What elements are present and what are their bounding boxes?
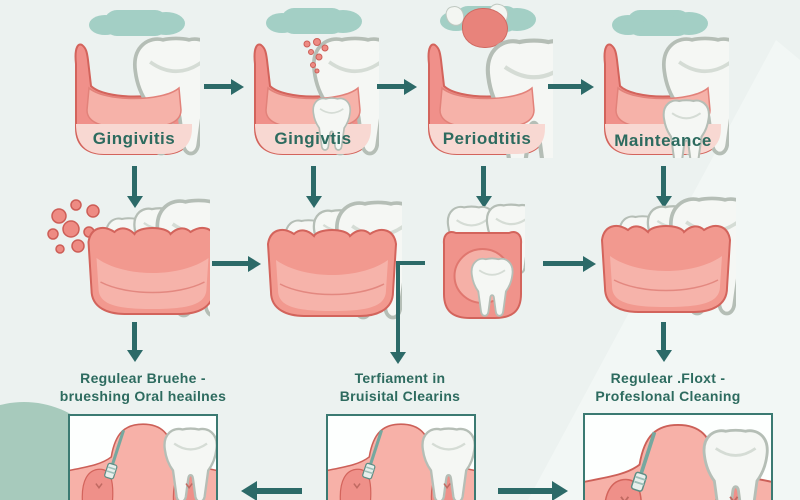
- cloud-icon: [266, 8, 362, 34]
- arrow-down-icon: [132, 322, 137, 350]
- arrow-down-icon: [481, 166, 486, 196]
- stage-label-gingivitis: Gingivitis: [92, 129, 176, 148]
- caption-treatment-cleaning: Terfiament in Bruisital Clearins: [280, 369, 520, 405]
- elbow-arrow-down-icon: [396, 261, 400, 352]
- bacteria-cluster-icon: [47, 199, 100, 254]
- plaque-dots-icon: [303, 38, 329, 74]
- cleaning-scene-illustration: [328, 416, 474, 500]
- arrow-down-icon: [311, 166, 316, 196]
- extraction-site-illustration: [440, 202, 525, 320]
- caption-regular-brushing: Regulear Bruehe - brueshing Oral heailne…: [23, 369, 263, 405]
- arrow-right-icon: [212, 261, 248, 266]
- treatment-box-floss: [583, 413, 773, 500]
- arrow-down-icon: [661, 166, 666, 196]
- stage-label-periodtitis: Periodtitis: [442, 129, 532, 148]
- stage-label-gingivtis: Gingivtis: [274, 129, 352, 148]
- floss-scene-illustration: [585, 415, 771, 500]
- caption-line: Regulear .Floxt -: [610, 370, 726, 386]
- panel-gingivitis2-illustration: [253, 37, 379, 155]
- arrow-left-icon: [257, 488, 302, 494]
- healthy-jaw-illustration: [596, 194, 736, 316]
- arrow-right-icon: [548, 84, 581, 89]
- arrow-down-icon: [661, 322, 666, 350]
- extraction-blob-icon: [462, 8, 508, 48]
- jaw-with-bacteria-illustration: [47, 199, 210, 318]
- treatment-box-cleaning: [326, 414, 476, 500]
- caption-line: brueshing Oral heailnes: [59, 388, 227, 405]
- arrow-right-icon: [377, 84, 404, 89]
- caption-line: Profeslonal Cleaning: [595, 388, 741, 405]
- stage-label-mainteance: Mainteance: [614, 131, 712, 150]
- arrow-down-icon: [132, 166, 137, 196]
- cloud-icon: [89, 10, 185, 36]
- caption-line: Bruisital Clearins: [339, 388, 461, 405]
- caption-line: Terfiament in: [354, 370, 446, 386]
- arrow-right-icon: [498, 488, 552, 494]
- arrow-right-icon: [543, 261, 583, 266]
- treatment-box-brushing: [68, 414, 218, 500]
- arrow-right-icon: [204, 84, 231, 89]
- jaw-illustration: [262, 198, 402, 320]
- caption-line: Regulear Bruehe -: [80, 370, 206, 386]
- brushing-scene-illustration: [70, 416, 216, 500]
- cloud-icon: [612, 10, 708, 36]
- caption-professional-cleaning: Regulear .Floxt - Profeslonal Cleaning: [548, 369, 788, 405]
- elbow-connector-icon: [396, 261, 425, 265]
